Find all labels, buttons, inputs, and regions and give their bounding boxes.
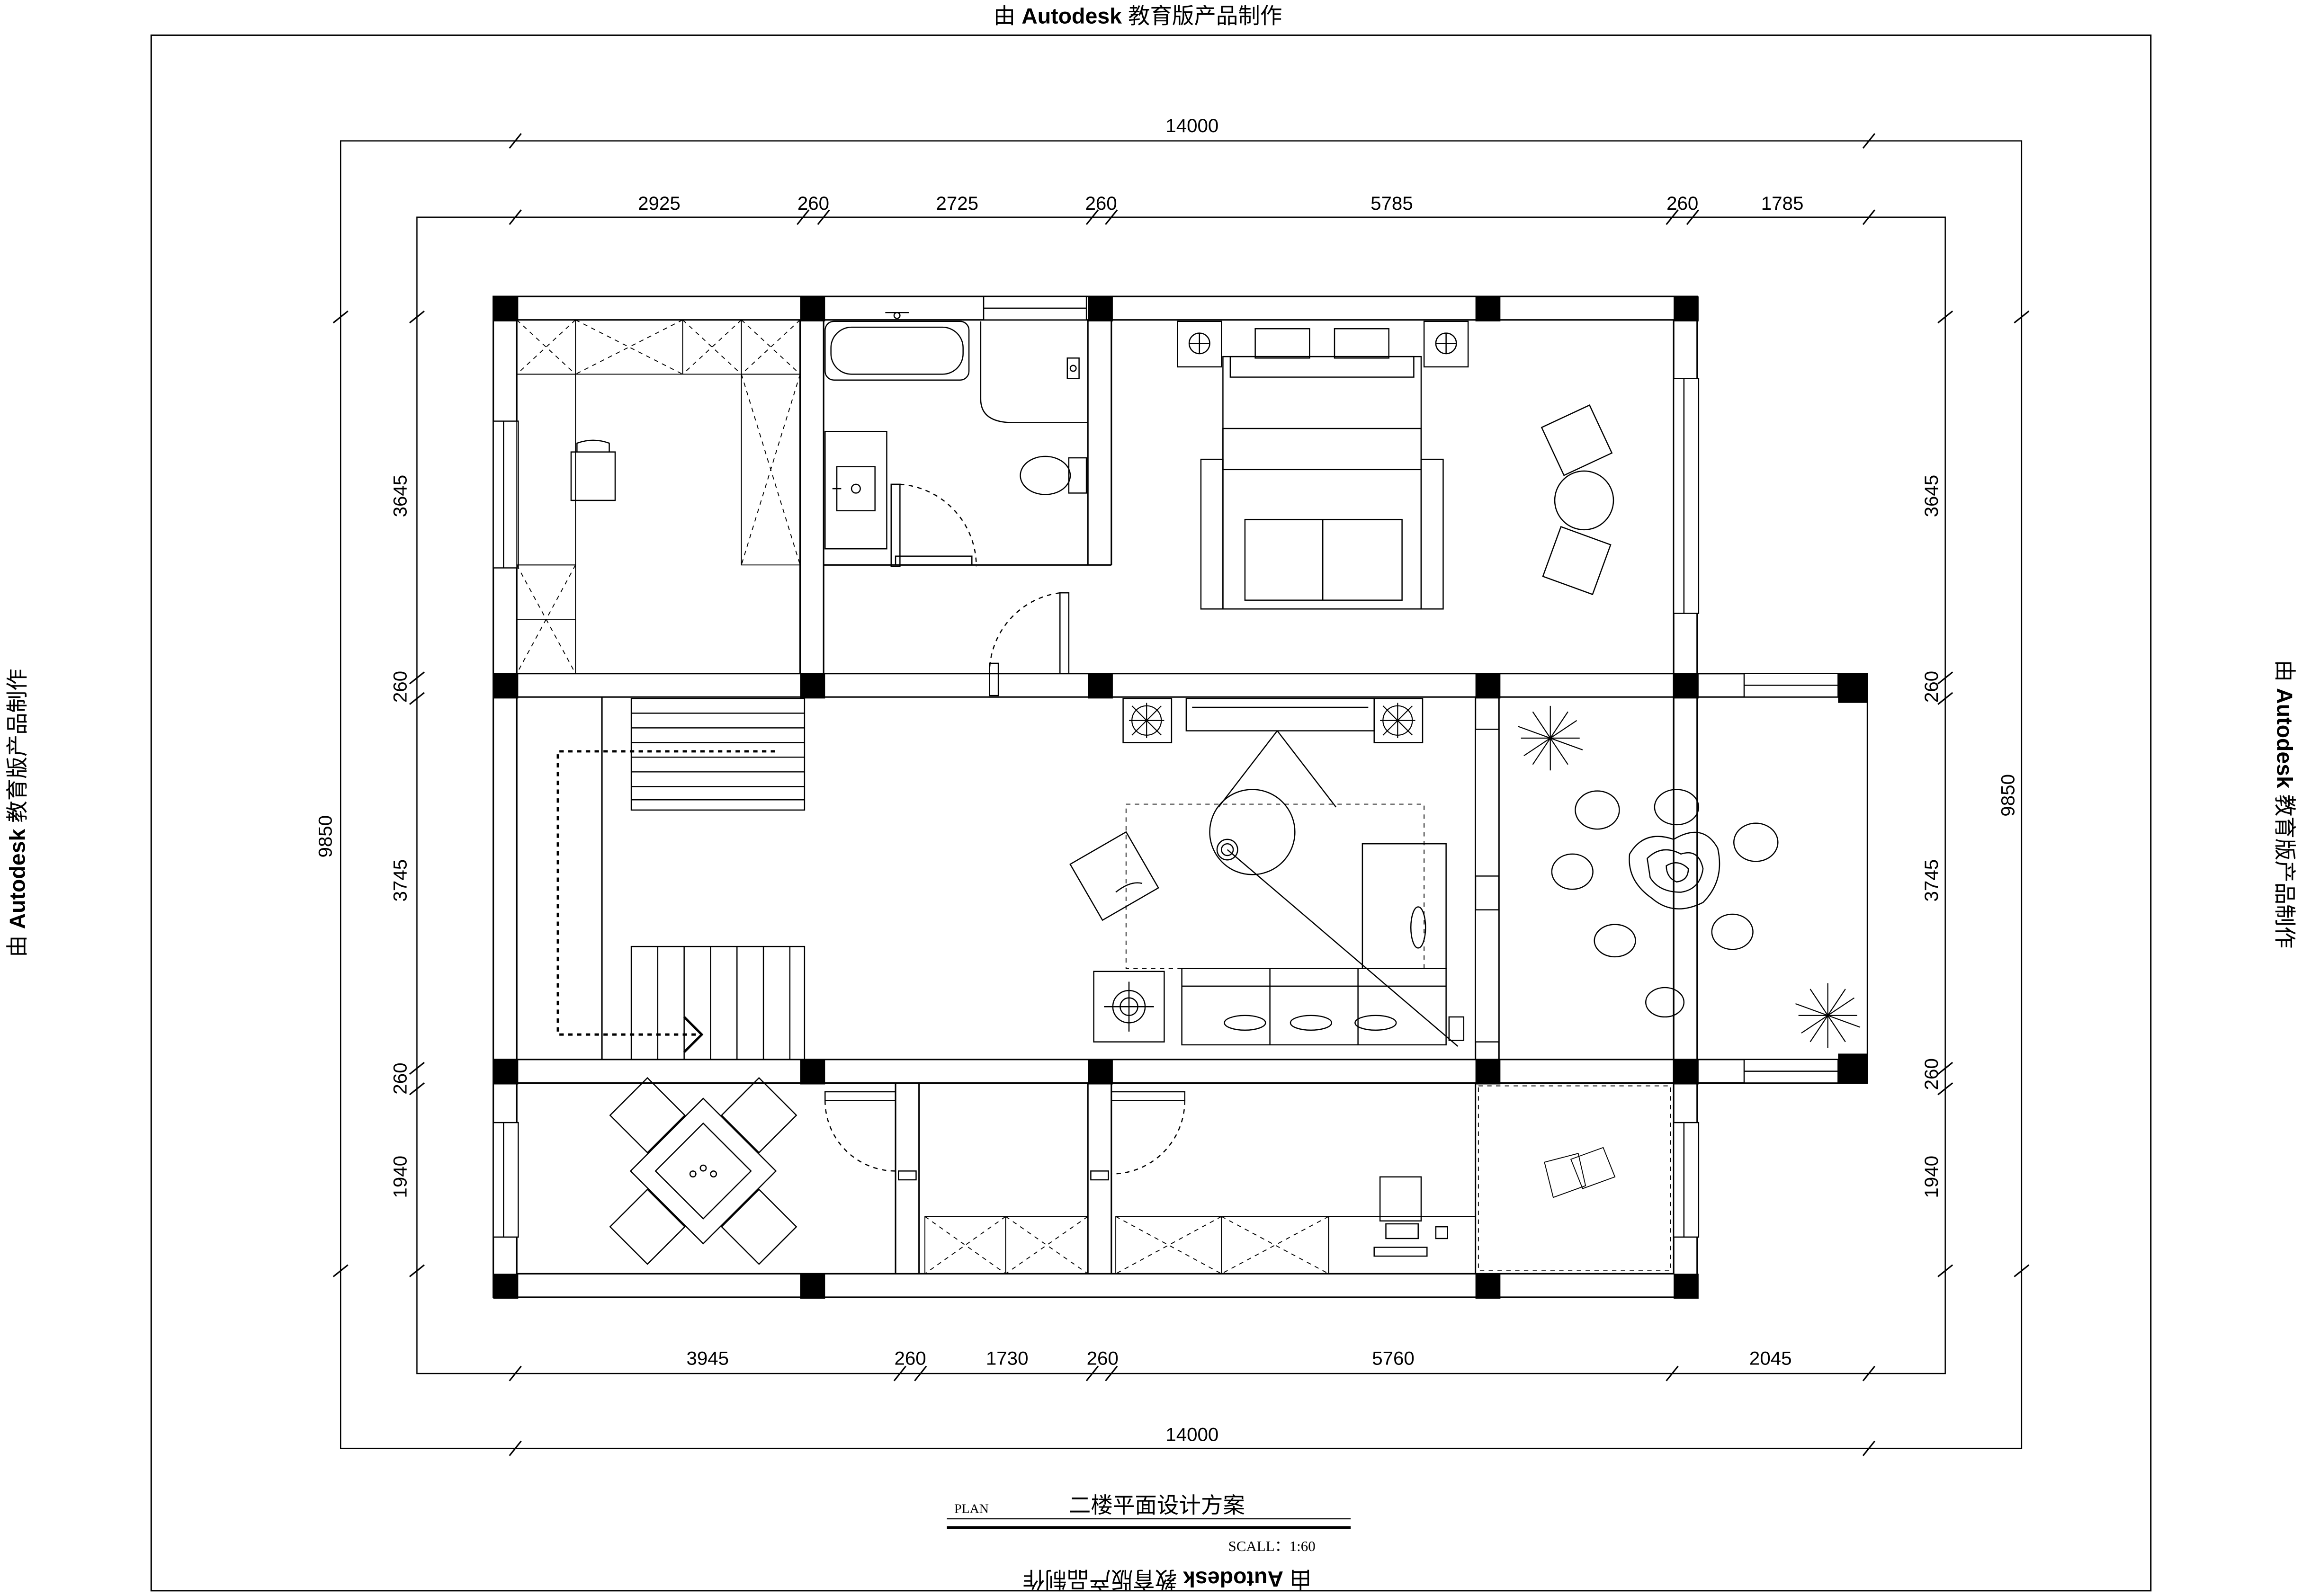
- armchair: [1069, 831, 1159, 921]
- dim-left-segment: 3645: [390, 475, 411, 517]
- dim-left-segment: 1940: [390, 1156, 411, 1198]
- nightstands: [1177, 321, 1469, 368]
- windows: [493, 295, 1839, 1238]
- coffee-table: [1209, 789, 1459, 1047]
- area-rug: [1125, 803, 1425, 969]
- dim-top-segment: 260: [797, 193, 829, 214]
- dim-top-segment: 1785: [1761, 193, 1804, 214]
- vanity-sink: [824, 430, 887, 550]
- walls: [493, 295, 1868, 1298]
- sheet-border: [150, 34, 2152, 1592]
- dim-bottom-segment: 260: [894, 1347, 926, 1369]
- bed: [1200, 328, 1444, 610]
- dim-right-segment: 260: [1921, 671, 1942, 703]
- watermark-bottom: 由 Autodesk 教育版产品制作: [1023, 1567, 1312, 1592]
- dining-table: [609, 1077, 797, 1265]
- inner-dimension-frame: [416, 216, 1946, 1374]
- dim-right-segment: 3745: [1921, 859, 1942, 902]
- garden-plants: [1518, 705, 1861, 1048]
- wardrobe-cabinets: [516, 319, 801, 674]
- dim-top-overall: 14000: [1165, 115, 1218, 136]
- dim-bottom-segment: 5760: [1372, 1347, 1415, 1369]
- work-desk: [1328, 1176, 1476, 1275]
- dimension-ticks: [332, 133, 2030, 1456]
- lounge-chairs: [1541, 404, 1614, 596]
- bathtub: [824, 312, 970, 381]
- outer-dimension-frame: [340, 140, 2023, 1449]
- dim-left-overall: 9850: [315, 815, 336, 858]
- sofa: [1181, 843, 1465, 1046]
- dim-bottom-segment: 260: [1087, 1347, 1119, 1369]
- staircase: [556, 698, 806, 1061]
- dim-left-segment: 3745: [390, 859, 411, 902]
- toilet: [1020, 455, 1087, 495]
- dim-right-overall: 9850: [1997, 774, 2018, 817]
- dim-left-segment: 260: [390, 1062, 411, 1094]
- hallway-door: [989, 592, 1070, 696]
- balcony-area: [1478, 1085, 1671, 1272]
- dim-top-segment: 260: [1085, 193, 1117, 214]
- dim-bottom-overall: 14000: [1165, 1424, 1218, 1445]
- dim-bottom-segment: 3945: [686, 1347, 729, 1369]
- desk-chair: [570, 439, 616, 501]
- dim-right-segment: 1940: [1921, 1156, 1942, 1198]
- dim-bottom-segment: 1730: [986, 1347, 1029, 1369]
- storage-cabinets: [924, 1216, 1329, 1275]
- bathroom-door: [890, 483, 977, 567]
- side-table-lamp: [1093, 971, 1165, 1043]
- potted-plant-small: [1129, 703, 1415, 739]
- watermark-left: 由 Autodesk 教育版产品制作: [5, 669, 30, 957]
- plan-title: 二楼平面设计方案: [1069, 1493, 1245, 1518]
- dim-top-segment: 260: [1666, 193, 1698, 214]
- dim-top-segment: 2925: [638, 193, 681, 214]
- dim-bottom-segment: 2045: [1749, 1347, 1792, 1369]
- tv-cabinet: [1122, 698, 1424, 808]
- title-block: PLAN 二楼平面设计方案 SCALL：1:60: [947, 1493, 1351, 1554]
- scale-label: SCALL：1:60: [1228, 1538, 1315, 1554]
- plan-label: PLAN: [954, 1502, 989, 1516]
- dim-right-segment: 260: [1921, 1058, 1942, 1090]
- dining-doors: [824, 1091, 1186, 1181]
- dim-top-segment: 2725: [936, 193, 978, 214]
- watermark-top: 由 Autodesk 教育版产品制作: [994, 4, 1282, 28]
- structural-columns: [493, 296, 1868, 1299]
- dim-left-segment: 260: [390, 671, 411, 703]
- shower-enclosure: [980, 321, 1088, 423]
- garden-stones: [1551, 789, 1779, 1018]
- dim-top-segment: 5785: [1370, 193, 1413, 214]
- watermark-right: 由 Autodesk 教育版产品制作: [2272, 660, 2297, 948]
- dim-right-segment: 3645: [1921, 475, 1942, 517]
